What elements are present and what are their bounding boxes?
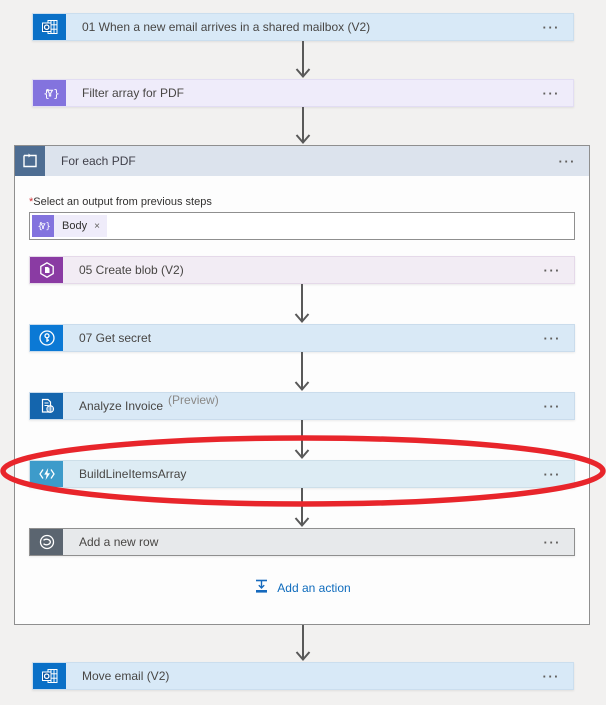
step-title: Move email (V2) [82, 669, 170, 683]
data-operation-icon: { } [33, 80, 66, 106]
step-card-email-trigger[interactable]: 01 When a new email arrives in a shared … [32, 13, 574, 41]
connector-arrow [29, 488, 575, 528]
token-label: Body [62, 220, 88, 232]
required-marker: * [29, 196, 34, 208]
foreach-scope-container: For each PDF ··· *Select an output from … [14, 145, 590, 625]
step-menu-button[interactable]: ··· [543, 466, 561, 482]
step-menu-button[interactable]: ··· [542, 668, 560, 684]
foreach-scope-body: *Select an output from previous steps { … [15, 176, 589, 624]
step-card-get-secret[interactable]: 07 Get secret ··· [29, 324, 575, 352]
svg-text:{: { [43, 87, 50, 100]
svg-text:}: } [45, 222, 51, 232]
step-menu-button[interactable]: ··· [542, 85, 560, 101]
scope-title: For each PDF [61, 154, 136, 168]
form-recognizer-icon [30, 393, 63, 419]
dynamic-content-icon: { } [32, 215, 54, 237]
connector-arrow [29, 420, 575, 460]
connector-arrow [0, 41, 606, 79]
step-menu-button[interactable]: ··· [542, 19, 560, 35]
svg-text:}: } [53, 87, 60, 100]
dataverse-icon [30, 529, 63, 555]
step-card-analyze-invoice[interactable]: Analyze Invoice (Preview) ··· [29, 392, 575, 420]
step-title: BuildLineItemsArray [79, 467, 187, 481]
step-title: Add a new row [79, 535, 159, 549]
body-token[interactable]: { } Body × [32, 215, 107, 237]
token-remove-icon[interactable]: × [94, 220, 100, 232]
step-menu-button[interactable]: ··· [543, 398, 561, 414]
outlook-icon [33, 663, 66, 689]
outlook-icon [33, 14, 66, 40]
connector-arrow [29, 352, 575, 392]
add-action-icon [253, 578, 270, 598]
preview-badge: (Preview) [168, 393, 219, 407]
add-action-label: Add an action [277, 581, 351, 595]
step-menu-button[interactable]: ··· [543, 534, 561, 550]
step-title: 01 When a new email arrives in a shared … [82, 20, 371, 34]
step-title: Analyze Invoice [79, 399, 164, 413]
step-card-move-email[interactable]: Move email (V2) ··· [32, 662, 574, 690]
step-title: Filter array for PDF [82, 86, 185, 100]
foreach-loop-icon [15, 146, 45, 176]
scope-menu-button[interactable]: ··· [558, 153, 576, 169]
step-title: 05 Create blob (V2) [79, 263, 184, 277]
svg-text:{: { [37, 222, 43, 232]
azure-function-icon [30, 461, 63, 487]
key-vault-icon [30, 325, 63, 351]
connector-arrow [0, 107, 606, 145]
step-card-add-new-row[interactable]: Add a new row ··· [29, 528, 575, 556]
add-action-button[interactable]: Add an action [253, 578, 351, 598]
step-card-create-blob[interactable]: 05 Create blob (V2) ··· [29, 256, 575, 284]
connector-arrow [0, 625, 606, 662]
step-menu-button[interactable]: ··· [543, 262, 561, 278]
foreach-scope-header[interactable]: For each PDF ··· [15, 146, 589, 176]
step-title: 07 Get secret [79, 331, 152, 345]
step-card-build-line-items-array[interactable]: BuildLineItemsArray ··· [29, 460, 575, 488]
step-card-filter-array[interactable]: { } Filter array for PDF ··· [32, 79, 574, 107]
select-output-label: *Select an output from previous steps [29, 196, 212, 208]
select-output-input[interactable]: { } Body × [29, 212, 575, 240]
connector-arrow [29, 284, 575, 324]
step-menu-button[interactable]: ··· [543, 330, 561, 346]
blob-storage-icon [30, 257, 63, 283]
